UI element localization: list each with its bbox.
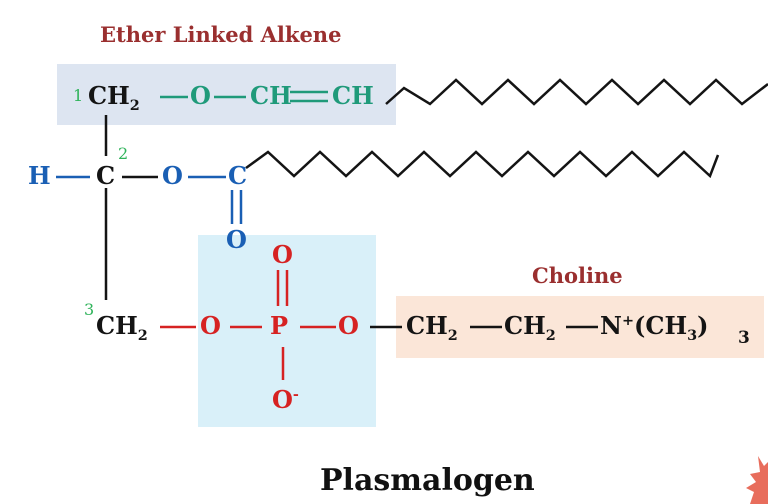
atom-c2: C [96, 161, 116, 190]
atom-phosphorus: P [270, 311, 289, 340]
carbon-number-3: 3 [84, 300, 95, 319]
fatty-acid-tail [245, 150, 720, 179]
atom-c3-ch2: CH2 [96, 311, 148, 344]
atom-vinyl-ch-b: CH [332, 81, 374, 110]
atom-c1-ch2: CH2 [88, 81, 140, 114]
atom-choline-ch2-b: CH2 [504, 311, 556, 344]
ether-linked-alkene-label: Ether Linked Alkene [100, 22, 342, 47]
atom-choline-ch2-a: CH2 [406, 311, 458, 344]
atom-phosphate-oxygen-right: O [338, 311, 359, 340]
atom-carbonyl-carbon: C [228, 161, 248, 190]
ether-highlight [57, 64, 396, 125]
atom-phosphate-oxygen-bottom: O- [272, 385, 299, 414]
diagram-title: Plasmalogen [320, 463, 535, 498]
atom-phosphate-oxygen-left: O [200, 311, 221, 340]
methyl-multiplier: 3 [738, 328, 750, 348]
carbon-number-1: 1 [73, 86, 84, 105]
atom-vinyl-ch-a: CH [250, 81, 292, 110]
atom-carbonyl-oxygen: O [226, 225, 247, 254]
alkene-tail [385, 78, 768, 106]
atom-ether-oxygen: O [190, 81, 211, 110]
carbon-number-2: 2 [118, 144, 129, 163]
phosphate-highlight [198, 235, 376, 427]
atom-hydrogen: H [28, 161, 51, 190]
atom-choline-nitrogen: N+(CH3) [600, 311, 709, 344]
atom-ester-oxygen: O [162, 161, 183, 190]
choline-label: Choline [532, 263, 623, 288]
atom-phosphate-oxygen-top: O [272, 240, 293, 269]
ink-splash-decoration [746, 456, 768, 504]
